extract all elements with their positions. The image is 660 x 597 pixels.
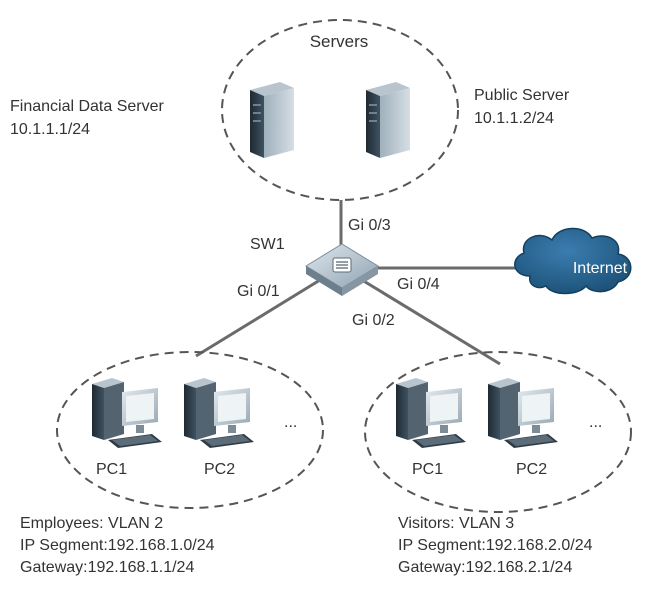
link-sw1-visitors	[361, 278, 501, 366]
visitors-gateway-text: Gateway:192.168.2.1/24	[398, 559, 573, 576]
visitors-vlan-text: Visitors: VLAN 3	[398, 515, 515, 532]
port-gi04-label: Gi 0/4	[397, 276, 440, 293]
switch-icon	[305, 243, 379, 296]
employees-gateway-text: Gateway:192.168.1.1/24	[20, 559, 195, 576]
public-server-name: Public Server	[474, 87, 570, 104]
port-gi03-label: Gi 0/3	[348, 217, 391, 234]
internet-label: Internet	[573, 260, 628, 277]
employees-vlan-text: Employees: VLAN 2	[20, 515, 164, 532]
internet-cloud-icon	[514, 227, 632, 295]
financial-server-ip: 10.1.1.1/24	[10, 121, 90, 138]
link-sw1-employees	[195, 278, 321, 358]
servers-group-title: Servers	[310, 32, 369, 51]
port-gi01-label: Gi 0/1	[237, 283, 280, 300]
employees-group-outline	[56, 351, 324, 509]
employee-pc2-label: PC2	[204, 461, 235, 478]
switch-name: SW1	[250, 236, 285, 253]
port-gi02-label: Gi 0/2	[352, 312, 395, 329]
employee-pc1-label: PC1	[96, 461, 127, 478]
public-server-icon	[366, 82, 410, 158]
employee-more-indicator: ...	[284, 414, 297, 431]
employee-pc2-icon	[184, 378, 254, 448]
visitor-pc1-label: PC1	[412, 461, 443, 478]
employees-segment-text: IP Segment:192.168.1.0/24	[20, 537, 215, 554]
visitors-info: Visitors: VLAN 3 IP Segment:192.168.2.0/…	[398, 513, 593, 579]
visitor-pc2-icon	[488, 378, 558, 448]
financial-data-server-icon	[250, 82, 294, 158]
public-server-ip: 10.1.1.2/24	[474, 110, 554, 127]
financial-server-name: Financial Data Server	[10, 98, 165, 115]
employees-info: Employees: VLAN 2 IP Segment:192.168.1.0…	[20, 513, 215, 579]
visitor-pc1-icon	[396, 378, 466, 448]
visitors-segment-text: IP Segment:192.168.2.0/24	[398, 537, 593, 554]
visitor-pc2-label: PC2	[516, 461, 547, 478]
employee-pc1-icon	[92, 378, 162, 448]
visitors-group-outline	[364, 351, 632, 513]
visitor-more-indicator: ...	[589, 414, 602, 431]
servers-group-outline	[221, 19, 459, 201]
